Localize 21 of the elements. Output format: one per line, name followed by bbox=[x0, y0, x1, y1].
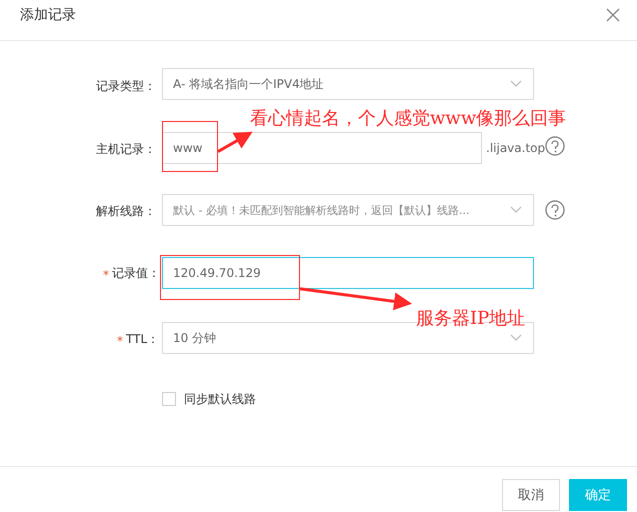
field-label: 主机记录： bbox=[95, 141, 156, 158]
select-field: A- 将域名指向一个IPV4地址 bbox=[162, 68, 534, 100]
confirm-button: 确定 bbox=[569, 479, 627, 511]
field-label: TTL： bbox=[126, 331, 156, 348]
input-field: 120.49.70.129 bbox=[162, 257, 534, 289]
select-field: 默认 - 必填！未匹配到智能解析线路时，返回【默认】线路... bbox=[162, 194, 534, 226]
arrow bbox=[300, 287, 412, 310]
annotation-text: 看心情起名，个人感觉www像那么回事 bbox=[250, 106, 610, 130]
checkbox-label: 同步默认线路 bbox=[184, 391, 256, 408]
required-mark: * bbox=[103, 268, 109, 282]
domain-suffix: .lijava.top bbox=[486, 141, 546, 155]
arrow bbox=[217, 132, 253, 153]
field-label: 记录类型： bbox=[95, 78, 156, 95]
highlight-box bbox=[160, 255, 300, 300]
input-field: www bbox=[162, 132, 482, 164]
highlight-box bbox=[162, 121, 218, 172]
dialog-title: 添加记录 bbox=[20, 6, 76, 24]
field-label: 解析线路： bbox=[95, 203, 156, 220]
field-label: 记录值： bbox=[112, 265, 156, 282]
cancel-button: 取消 bbox=[502, 479, 560, 511]
required-mark: * bbox=[117, 334, 123, 348]
